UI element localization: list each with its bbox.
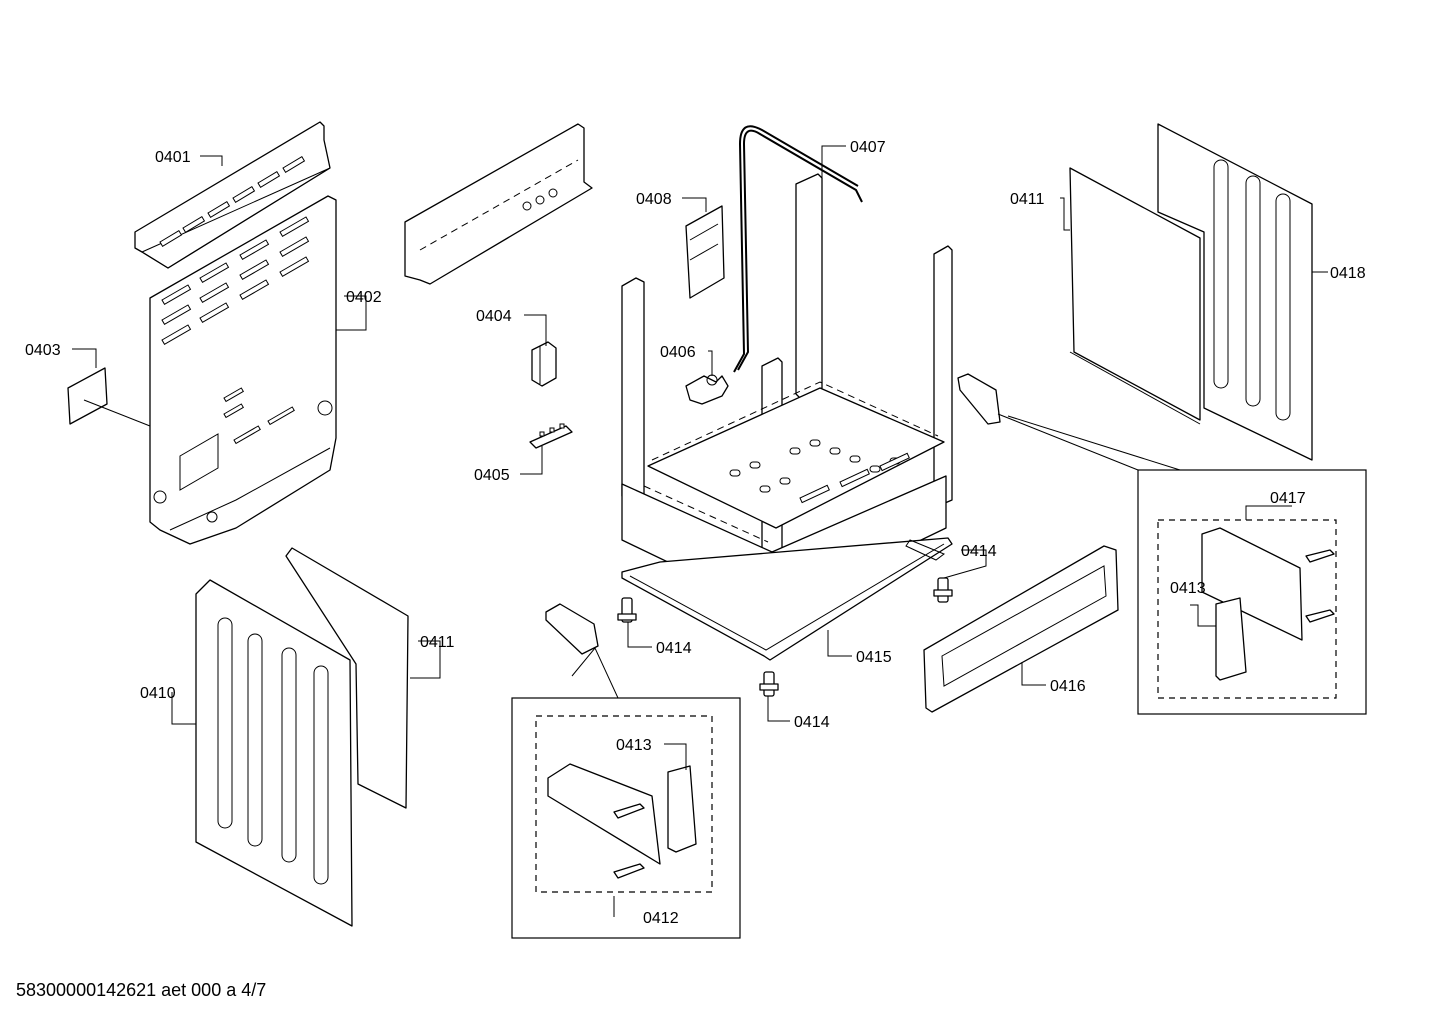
label-0410: 0410 bbox=[140, 685, 176, 702]
label-0411-left: 0411 bbox=[420, 634, 455, 651]
part-hinge-bracket-left bbox=[545, 603, 599, 655]
label-0407: 0407 bbox=[850, 139, 886, 156]
part-hinge-bracket-right bbox=[957, 373, 1001, 425]
label-0402: 0402 bbox=[346, 289, 382, 306]
label-0416: 0416 bbox=[1050, 678, 1086, 695]
label-0406: 0406 bbox=[660, 344, 696, 361]
part-0405-connector bbox=[529, 423, 573, 449]
part-0416-kick-panel bbox=[923, 545, 1119, 713]
document-footer-code: 58300000142621 aet 000 a 4/7 bbox=[16, 980, 267, 1000]
label-0401: 0401 bbox=[155, 149, 191, 166]
label-0414-c: 0414 bbox=[794, 714, 830, 731]
part-upper-bracket bbox=[404, 123, 593, 285]
part-0406-thermostat bbox=[685, 374, 729, 405]
label-0405: 0405 bbox=[474, 467, 510, 484]
part-0418-outer-side-panel bbox=[1157, 123, 1313, 461]
label-0414-a: 0414 bbox=[656, 640, 692, 657]
label-0413-left: 0413 bbox=[616, 737, 652, 754]
part-0401-top-cover bbox=[134, 121, 331, 269]
part-0414-foot-c bbox=[759, 671, 779, 697]
label-0417: 0417 bbox=[1270, 490, 1306, 507]
part-0410-outer-side-panel bbox=[195, 579, 353, 927]
label-0415: 0415 bbox=[856, 649, 892, 666]
part-0411-side-panel-left bbox=[285, 547, 409, 809]
part-0411-side-panel-right bbox=[1069, 167, 1201, 425]
part-0414-foot-b bbox=[933, 577, 953, 603]
part-0415-base-tray bbox=[621, 537, 953, 661]
part-0408-control-board bbox=[685, 205, 725, 299]
label-0403: 0403 bbox=[25, 342, 61, 359]
label-0408: 0408 bbox=[636, 191, 672, 208]
part-0407-wire-harness bbox=[733, 125, 863, 373]
leader-lines bbox=[72, 145, 1328, 917]
detail-box-0412 bbox=[511, 647, 741, 939]
label-0418: 0418 bbox=[1330, 265, 1366, 282]
label-0411-right: 0411 bbox=[1010, 191, 1045, 208]
part-0403-small-cover bbox=[67, 367, 108, 425]
detail-box-0417 bbox=[997, 413, 1367, 715]
label-0404: 0404 bbox=[476, 308, 512, 325]
part-0414-foot-a bbox=[617, 597, 637, 623]
part-labels: 0401 0402 0403 0404 0405 0406 0407 0408 … bbox=[25, 139, 1366, 927]
label-0412: 0412 bbox=[643, 910, 679, 927]
label-0413-right: 0413 bbox=[1170, 580, 1206, 597]
part-0402-back-panel bbox=[149, 195, 337, 545]
part-0404-terminal-block bbox=[531, 341, 557, 387]
label-0414-b: 0414 bbox=[961, 543, 997, 560]
